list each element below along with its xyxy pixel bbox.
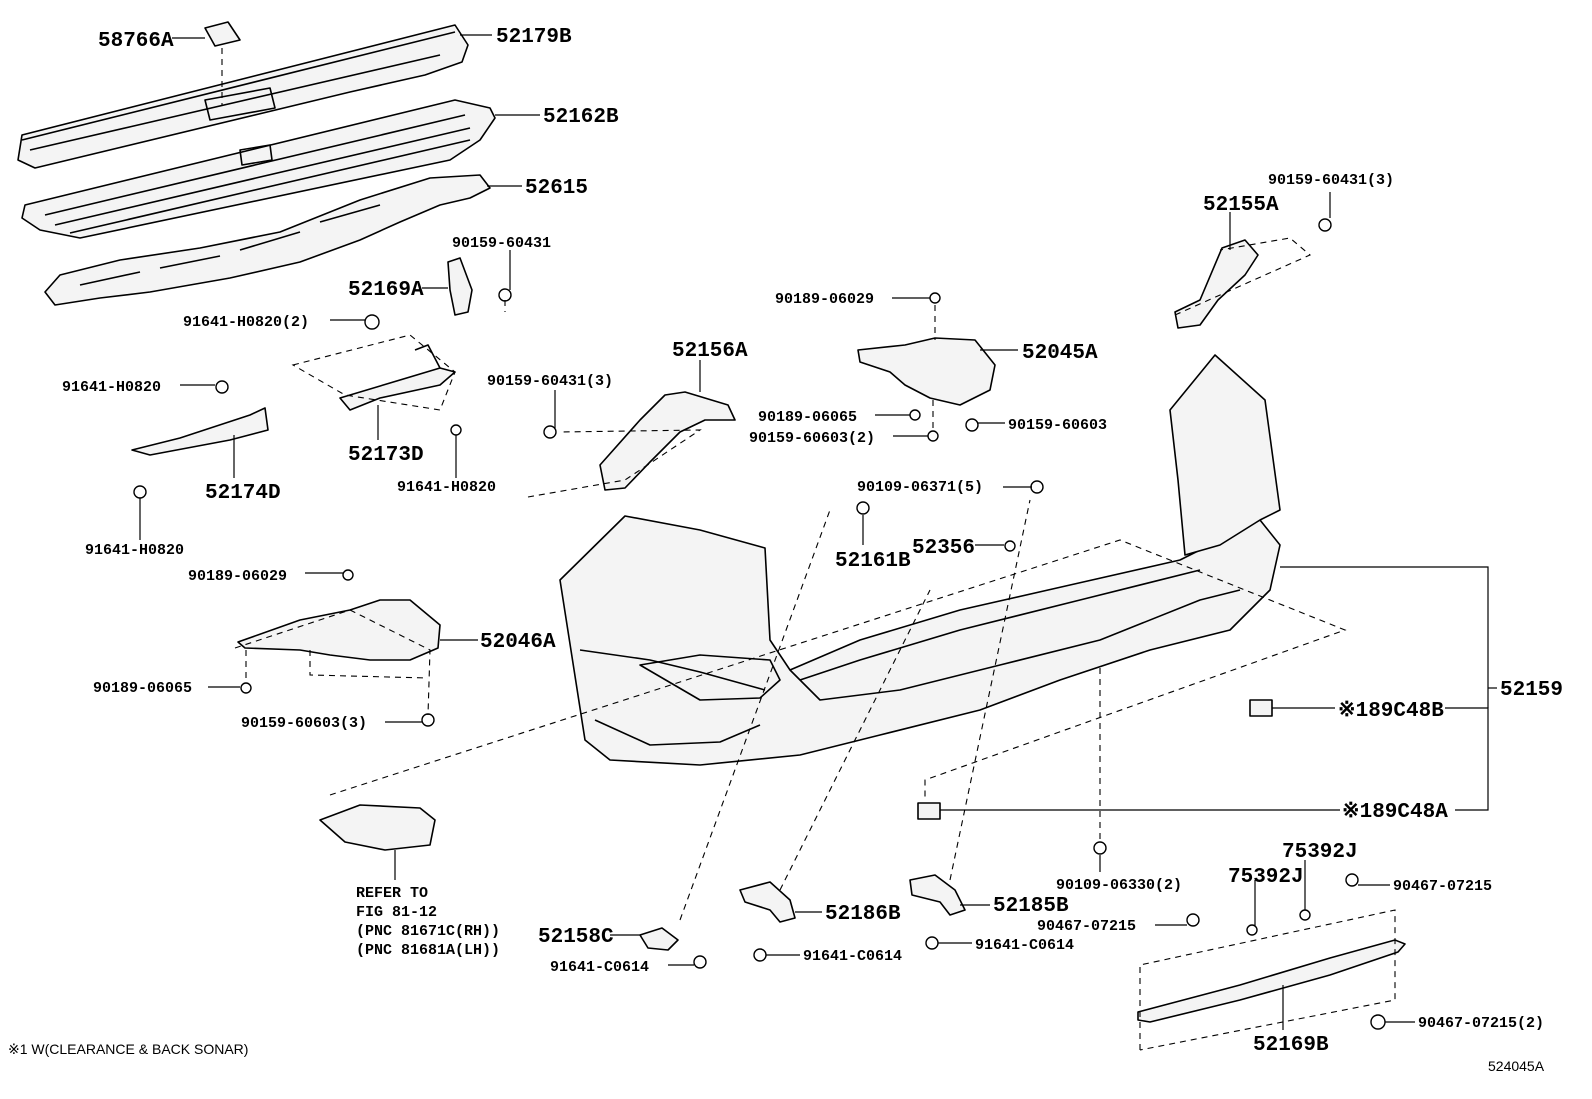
connector-89C48A-shape	[917, 802, 941, 820]
part-52169B-shape	[1137, 939, 1406, 1023]
label-91641-H0820-c: 91641-H0820	[85, 542, 184, 559]
label-90159-60431: 90159-60431	[452, 235, 551, 252]
label-90189-06029-b: 90189-06029	[188, 568, 287, 585]
dashed-assembly-lines	[221, 48, 1396, 1051]
label-90159-60603-3: 90159-60603(3)	[241, 715, 367, 732]
part-52169A-shape	[447, 257, 473, 316]
label-90467-07215-a: 90467-07215	[1037, 918, 1136, 935]
part-52162B-shape	[21, 99, 496, 239]
label-91641-C0614-c: 91641-C0614	[975, 937, 1074, 954]
label-91641-H0820-a: 91641-H0820	[62, 379, 161, 396]
label-52156A: 52156A	[672, 340, 748, 363]
label-52162B: 52162B	[543, 106, 619, 129]
label-52158C: 52158C	[538, 926, 614, 949]
label-52155A: 52155A	[1203, 194, 1279, 217]
label-90159-60431-3a: 90159-60431(3)	[487, 373, 613, 390]
leader-lines	[139, 34, 1497, 1030]
label-52045A: 52045A	[1022, 342, 1098, 365]
label-90109-06330-2: 90109-06330(2)	[1056, 877, 1182, 894]
part-52179B-shape	[17, 24, 469, 169]
label-90189-06065-a: 90189-06065	[758, 409, 857, 426]
label-90189-06065-b: 90189-06065	[93, 680, 192, 697]
label-75392J-a: 75392J	[1282, 841, 1358, 864]
part-52158C-shape	[639, 927, 679, 951]
label-52169B: 52169B	[1253, 1034, 1329, 1057]
connector-89C48B-shape	[1249, 699, 1273, 717]
footnote: ※1 W(CLEARANCE & BACK SONAR)	[8, 1041, 248, 1057]
part-52156A-shape	[599, 391, 736, 491]
part-58766A-shape	[204, 21, 241, 47]
label-52173D: 52173D	[348, 444, 424, 467]
label-91641-H0820-2: 91641-H0820(2)	[183, 314, 309, 331]
label-89C48B: ※189C48B	[1338, 699, 1444, 723]
label-91641-C0614-b: 91641-C0614	[803, 948, 902, 965]
label-90159-60431-3b: 90159-60431(3)	[1268, 172, 1394, 189]
label-52046A: 52046A	[480, 631, 556, 654]
label-52356: 52356	[912, 537, 975, 560]
label-52185B: 52185B	[993, 895, 1069, 918]
part-52186B-shape	[739, 881, 796, 923]
refer-line-1: REFER TO	[356, 885, 428, 902]
part-52185B-shape	[909, 874, 966, 916]
part-52615-shape	[44, 174, 491, 306]
label-90109-06371-5: 90109-06371(5)	[857, 479, 983, 496]
label-90467-07215-b: 90467-07215	[1393, 878, 1492, 895]
part-52159-shape	[559, 354, 1281, 766]
label-91641-H0820-b: 91641-H0820	[397, 479, 496, 496]
refer-line-2: FIG 81-12	[356, 904, 437, 921]
label-90159-60603: 90159-60603	[1008, 417, 1107, 434]
label-52615: 52615	[525, 177, 588, 200]
part-52046A-shape	[237, 599, 441, 661]
label-52179B: 52179B	[496, 26, 572, 49]
label-89C48A: ※189C48A	[1342, 800, 1448, 824]
label-91641-C0614-a: 91641-C0614	[550, 959, 649, 976]
label-58766A: 58766A	[98, 30, 174, 53]
label-52161B: 52161B	[835, 550, 911, 573]
figure-id: 524045A	[1488, 1058, 1545, 1074]
refer-line-3: (PNC 81671C(RH))	[356, 923, 500, 940]
label-90189-06029-a: 90189-06029	[775, 291, 874, 308]
reflector-shape	[319, 804, 436, 851]
label-75392J-b: 75392J	[1228, 866, 1304, 889]
label-52174D: 52174D	[205, 482, 281, 505]
fastener-shapes	[133, 218, 1386, 1030]
part-52173D-shape	[339, 344, 456, 411]
label-52169A: 52169A	[348, 279, 424, 302]
part-labels: 58766A 52179B 52162B 52615 90159-60431 5…	[8, 26, 1563, 1074]
refer-line-4: (PNC 81681A(LH))	[356, 942, 500, 959]
label-52159: 52159	[1500, 679, 1563, 702]
label-90159-60603-2: 90159-60603(2)	[749, 430, 875, 447]
label-52186B: 52186B	[825, 903, 901, 926]
part-52174D-shape	[131, 407, 269, 456]
label-90467-07215-2: 90467-07215(2)	[1418, 1015, 1544, 1032]
part-52045A-shape	[857, 337, 996, 406]
